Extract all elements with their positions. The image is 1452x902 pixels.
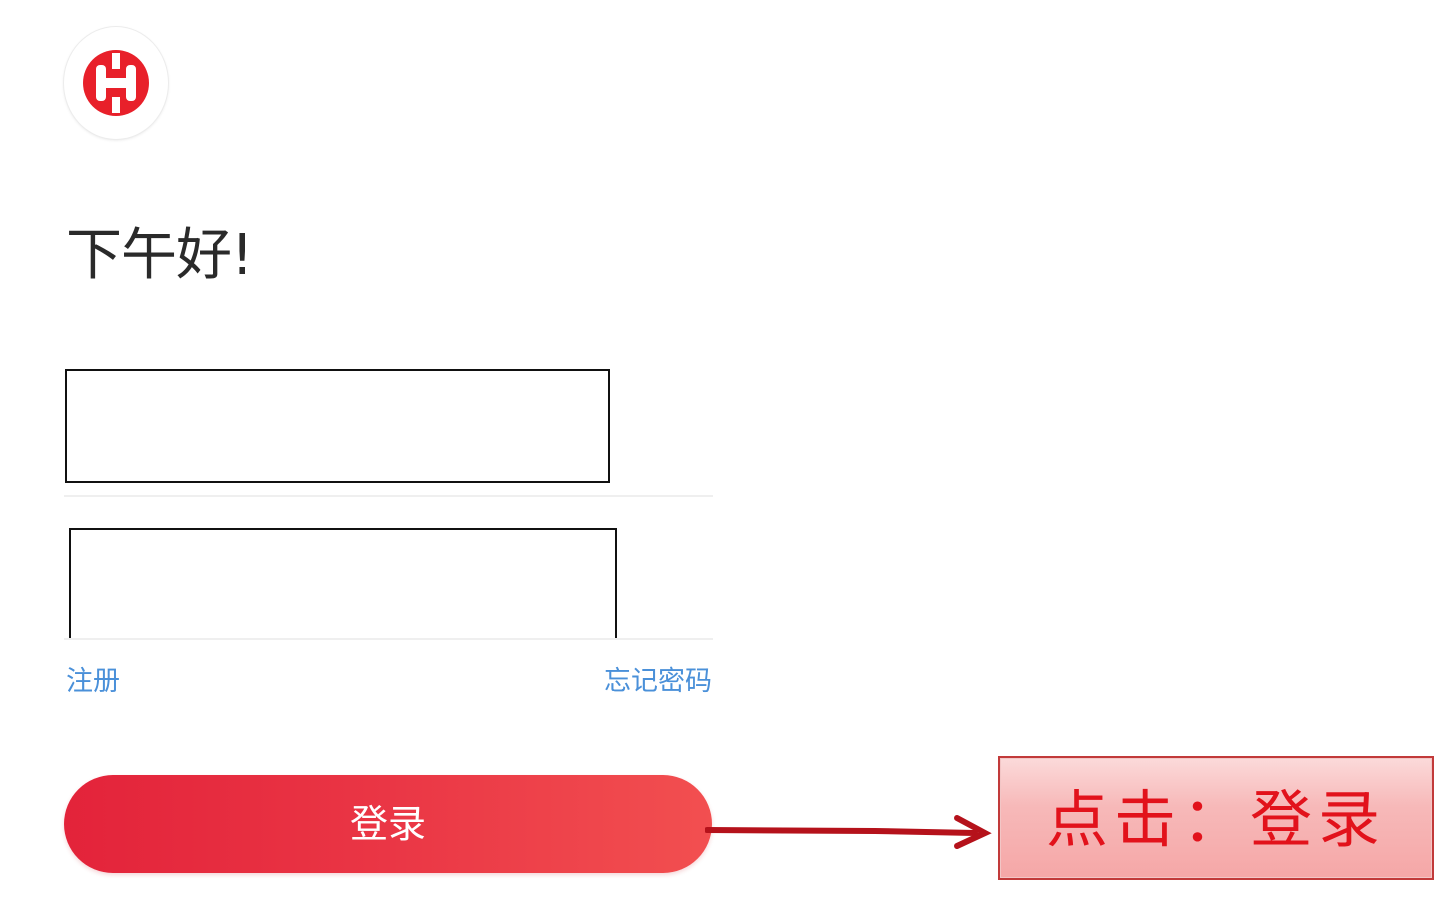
field-divider — [64, 638, 713, 640]
register-link[interactable]: 注册 — [66, 666, 120, 697]
username-field[interactable] — [65, 369, 610, 483]
annotation-callout: 点击：登录 — [998, 756, 1434, 880]
password-field[interactable] — [69, 528, 617, 640]
login-button[interactable]: 登录 — [64, 775, 712, 873]
brand-logo-icon — [83, 50, 149, 116]
greeting-title: 下午好! — [66, 223, 253, 288]
field-divider — [64, 495, 713, 497]
app-logo — [64, 27, 168, 139]
forgot-password-link[interactable]: 忘记密码 — [604, 666, 712, 697]
arrow-right-icon — [705, 815, 992, 849]
